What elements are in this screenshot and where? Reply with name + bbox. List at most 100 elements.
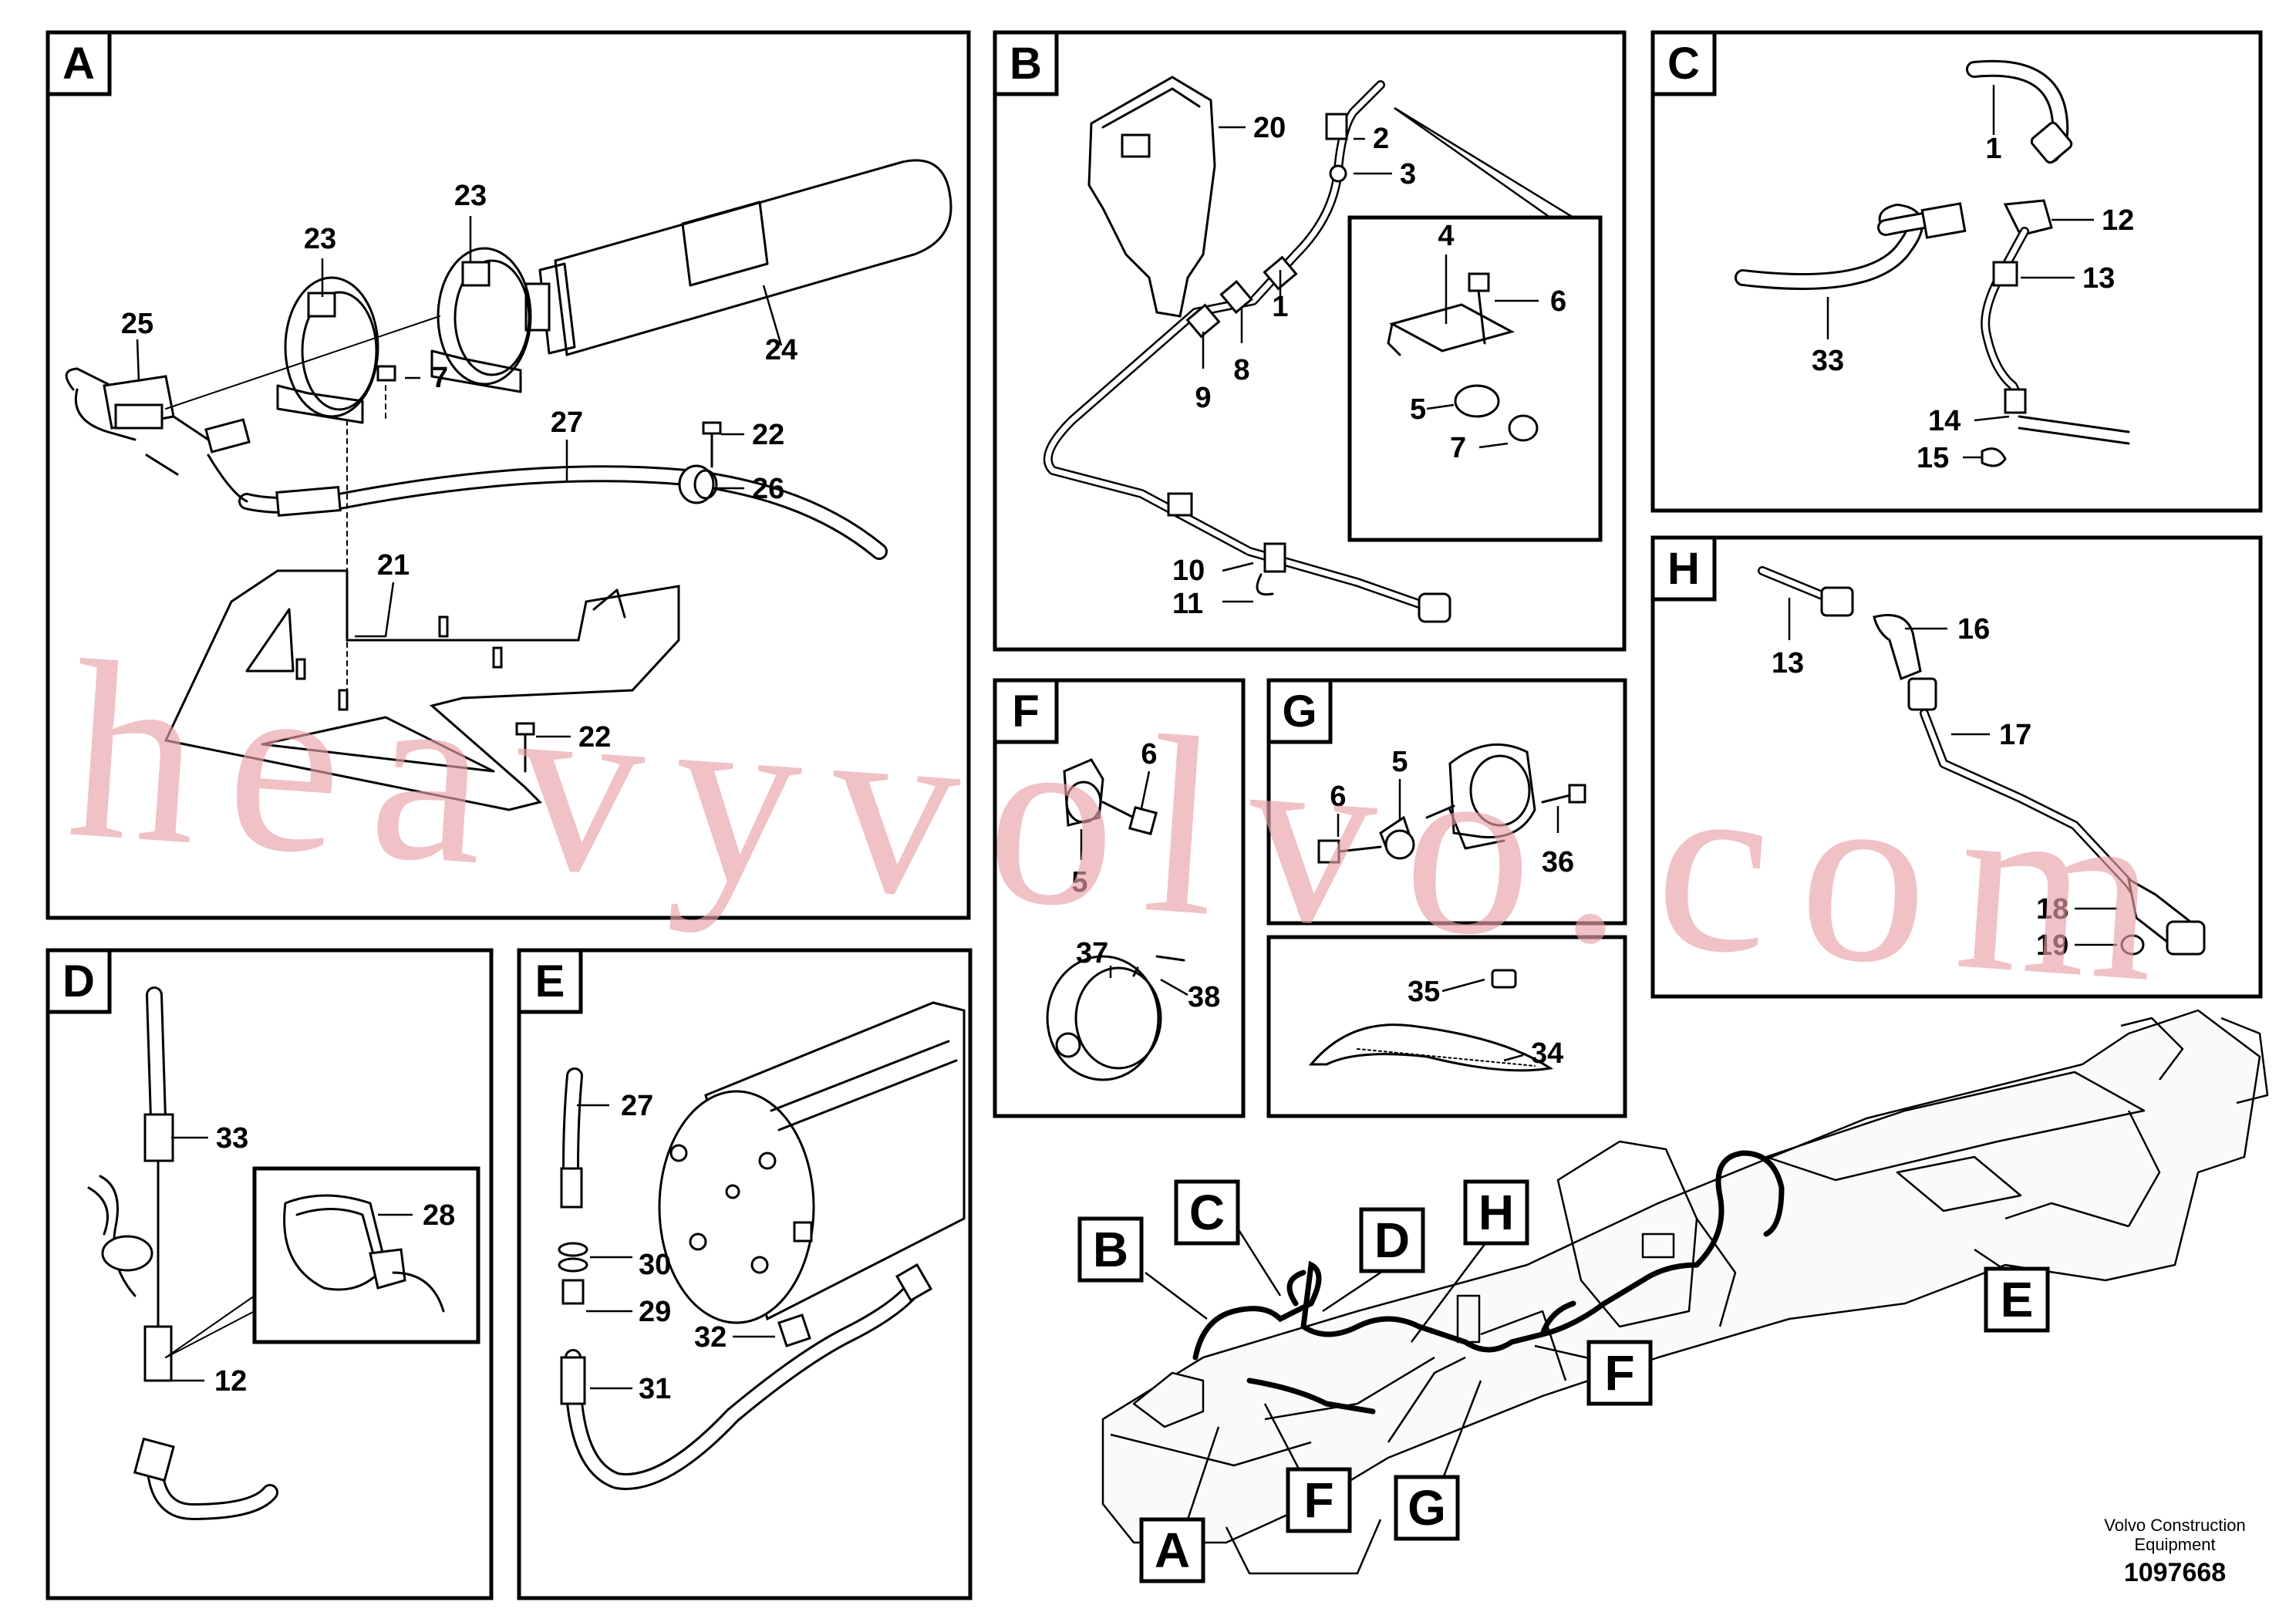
label-29: 29 bbox=[639, 1296, 671, 1328]
label-1: 1 bbox=[1985, 133, 2001, 165]
panel-letter: D bbox=[62, 956, 95, 1007]
extinguisher-bottle bbox=[524, 159, 952, 356]
label-5: 5 bbox=[1410, 393, 1426, 426]
label-31: 31 bbox=[639, 1373, 671, 1405]
label-10: 10 bbox=[1172, 555, 1205, 587]
label-22: 22 bbox=[578, 721, 611, 754]
valve-head bbox=[65, 367, 251, 476]
label-8: 8 bbox=[1233, 354, 1249, 386]
label-24: 24 bbox=[765, 334, 797, 366]
label-5: 5 bbox=[1391, 746, 1408, 778]
panel-letter: B bbox=[1010, 39, 1042, 89]
label-27: 27 bbox=[551, 406, 583, 439]
panel-c: C 1 12 13 33 14 15 bbox=[1650, 30, 2263, 513]
svg-text:E: E bbox=[2001, 1272, 2034, 1327]
label-13: 13 bbox=[1772, 647, 1804, 679]
label-7: 7 bbox=[1450, 432, 1466, 464]
label-9: 9 bbox=[1195, 382, 1211, 414]
grommet-26 bbox=[678, 464, 718, 504]
drawing-number: 1097668 bbox=[2124, 1558, 2226, 1587]
label-26: 26 bbox=[752, 473, 784, 505]
callout-f: F bbox=[1286, 1467, 1352, 1533]
label-23: 23 bbox=[304, 223, 336, 255]
label-37: 37 bbox=[1076, 937, 1108, 969]
detail-inset: 4 6 5 7 bbox=[1347, 106, 1603, 542]
label-6: 6 bbox=[1141, 738, 1157, 771]
company-name: Volvo Construction bbox=[2104, 1516, 2245, 1535]
panel-letter: H bbox=[1667, 544, 1700, 594]
panel-a: A bbox=[46, 30, 971, 920]
panel-cable-ties: 35 34 bbox=[1266, 935, 1627, 1118]
label-17: 17 bbox=[1999, 719, 2031, 751]
callout-h: H bbox=[1463, 1179, 1529, 1246]
label-33: 33 bbox=[1812, 345, 1844, 377]
callout-b: B bbox=[1077, 1216, 1144, 1283]
label-19: 19 bbox=[2036, 929, 2068, 962]
nut-7 bbox=[376, 365, 396, 382]
label-15: 15 bbox=[1917, 442, 1949, 474]
panel-b: B bbox=[993, 30, 1627, 652]
label-25: 25 bbox=[121, 308, 153, 340]
machine-overview: B C D H E F F G bbox=[1077, 1009, 2269, 1583]
callout-c: C bbox=[1174, 1179, 1240, 1246]
panel-e: E 27 30 29 32 31 bbox=[517, 948, 973, 1600]
label-12: 12 bbox=[214, 1365, 247, 1398]
panel-f: F 6 5 37 38 bbox=[993, 678, 1246, 1118]
label-32: 32 bbox=[694, 1321, 727, 1354]
label-34: 34 bbox=[1531, 1037, 1563, 1070]
label-1: 1 bbox=[1272, 291, 1288, 323]
label-7: 7 bbox=[432, 362, 448, 394]
svg-text:F: F bbox=[1303, 1472, 1333, 1528]
label-3: 3 bbox=[1400, 158, 1416, 191]
panel-d: D 28 33 12 bbox=[46, 948, 494, 1600]
hose bbox=[207, 454, 888, 560]
label-6: 6 bbox=[1550, 285, 1566, 318]
bolt-22 bbox=[515, 722, 535, 773]
label-18: 18 bbox=[2036, 893, 2068, 926]
label-4: 4 bbox=[1438, 220, 1454, 252]
svg-text:A: A bbox=[1155, 1523, 1190, 1578]
callout-e: E bbox=[1984, 1266, 2050, 1333]
panel-letter: A bbox=[62, 39, 95, 89]
label-23: 23 bbox=[454, 180, 487, 212]
callout-g: G bbox=[1394, 1475, 1460, 1541]
svg-text:C: C bbox=[1189, 1185, 1225, 1240]
label-14: 14 bbox=[1928, 405, 1961, 437]
callout-f: F bbox=[1586, 1340, 1653, 1406]
bottle-clamp bbox=[276, 276, 379, 424]
label-21: 21 bbox=[377, 549, 410, 582]
panel-g: G 6 5 36 bbox=[1266, 678, 1627, 926]
title-block: Volvo Construction Equipment 1097668 bbox=[2104, 1516, 2245, 1587]
label-36: 36 bbox=[1542, 846, 1574, 878]
label-35: 35 bbox=[1408, 976, 1440, 1008]
svg-text:D: D bbox=[1374, 1212, 1410, 1268]
company-name-line2: Equipment bbox=[2134, 1535, 2215, 1554]
svg-text:B: B bbox=[1093, 1222, 1128, 1277]
bottle-clamp bbox=[430, 247, 532, 393]
callout-d: D bbox=[1359, 1207, 1425, 1273]
label-12: 12 bbox=[2102, 204, 2134, 237]
label-13: 13 bbox=[2082, 262, 2115, 295]
svg-text:H: H bbox=[1478, 1185, 1514, 1240]
label-22: 22 bbox=[752, 419, 784, 451]
label-30: 30 bbox=[639, 1249, 671, 1281]
svg-text:G: G bbox=[1408, 1480, 1446, 1536]
label-28: 28 bbox=[423, 1199, 455, 1232]
panel-letter: E bbox=[535, 956, 565, 1007]
label-6: 6 bbox=[1330, 781, 1346, 813]
label-38: 38 bbox=[1188, 981, 1220, 1013]
panel-letter: F bbox=[1012, 686, 1039, 737]
label-2: 2 bbox=[1373, 123, 1389, 155]
label-11: 11 bbox=[1172, 588, 1203, 620]
label-33: 33 bbox=[216, 1122, 248, 1155]
bolt-22 bbox=[702, 421, 722, 468]
panel-letter: C bbox=[1667, 39, 1700, 89]
label-5: 5 bbox=[1071, 866, 1087, 899]
detail-inset: 28 bbox=[252, 1166, 480, 1344]
svg-text:F: F bbox=[1604, 1345, 1634, 1401]
label-20: 20 bbox=[1253, 112, 1286, 144]
panel-h: H 13 16 17 18 19 bbox=[1650, 535, 2263, 999]
control-unit bbox=[1087, 76, 1216, 318]
callout-a: A bbox=[1139, 1517, 1205, 1583]
